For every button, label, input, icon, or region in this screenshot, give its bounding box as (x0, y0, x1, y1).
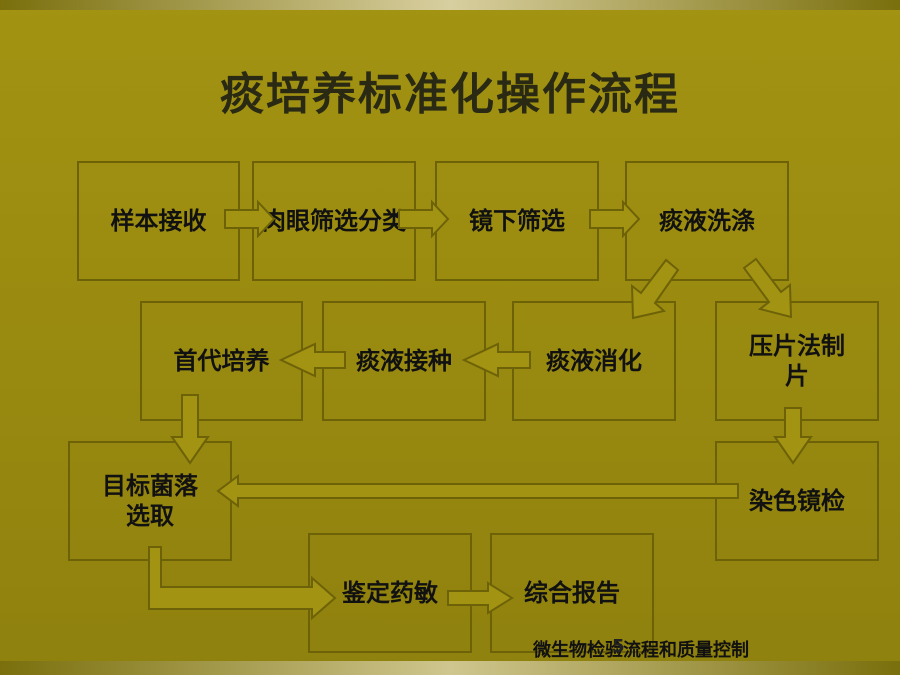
step-sample-receipt: 样本接收 (77, 161, 240, 281)
arrow-right-icon (398, 199, 450, 239)
slide-title: 痰培养标准化操作流程 (220, 69, 680, 120)
arrow-down-left-icon (630, 258, 680, 320)
arrow-down-right-icon (742, 257, 793, 319)
arrow-right-icon (447, 581, 514, 615)
arrow-right-icon (589, 199, 641, 239)
arrow-left-icon (278, 342, 346, 378)
arrow-right-icon (224, 199, 276, 239)
top-decorative-bar (0, 0, 900, 10)
page-number: 5 (612, 636, 625, 657)
bottom-decorative-bar (0, 661, 900, 675)
arrow-left-icon (461, 342, 531, 378)
arrow-down-icon (170, 394, 210, 465)
slide-footer: 微生物检验流程和质量控制 (533, 640, 749, 661)
arrow-elbow-icon (148, 546, 337, 621)
arrow-down-icon (773, 407, 813, 465)
arrow-left-icon (216, 474, 739, 508)
